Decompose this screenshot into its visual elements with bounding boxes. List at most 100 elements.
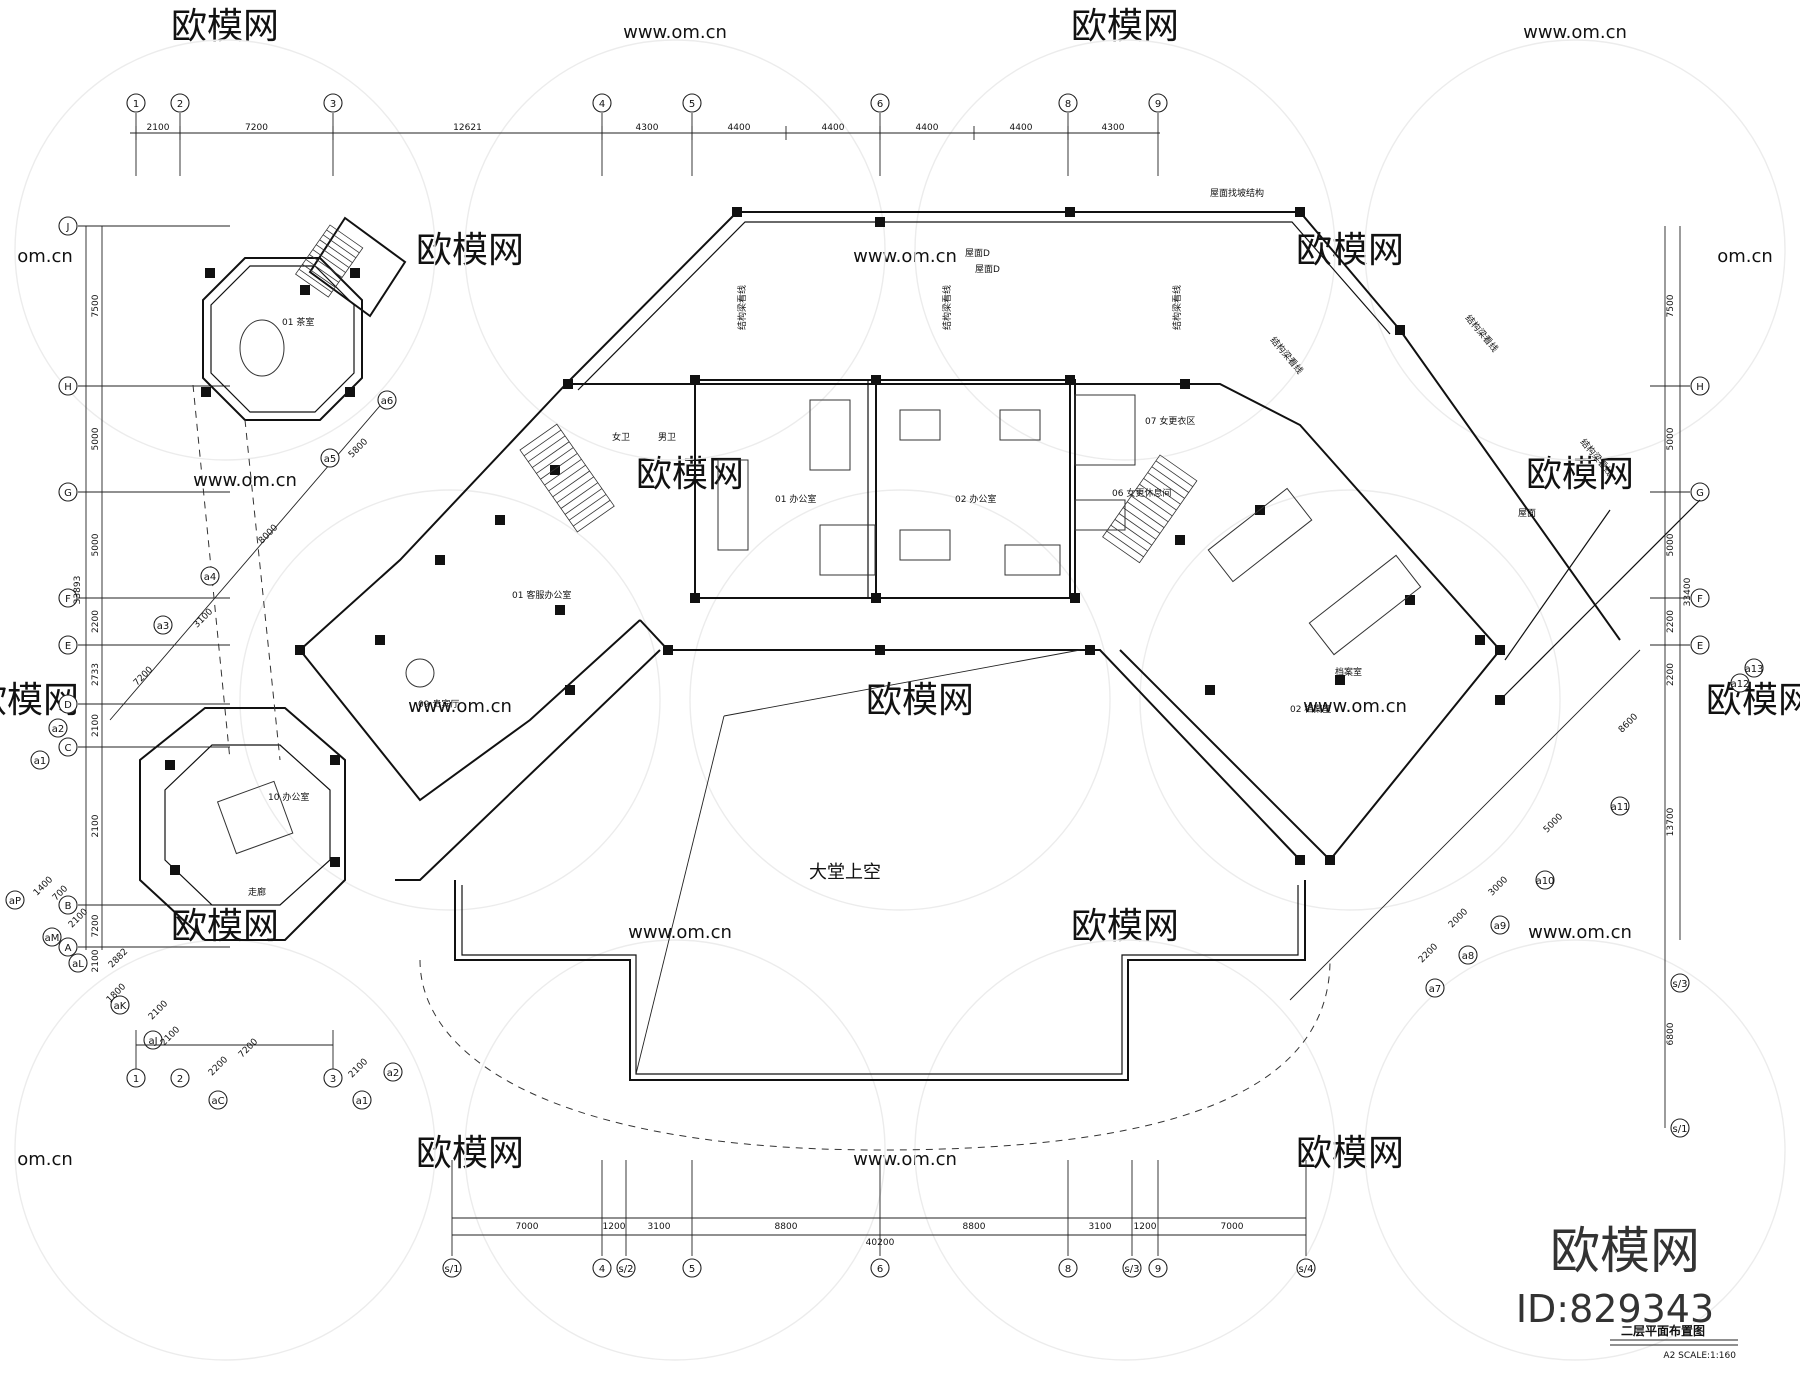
column [1180,379,1190,389]
grid-axis-top-6-label: 6 [877,99,883,110]
column [555,605,565,615]
grid-axis-lower-a1-label: a1 [356,1096,369,1107]
furniture [216,319,1422,855]
grid-axis-top-2: 2 [170,93,190,113]
watermark-circle [464,39,886,461]
svg-text:结构梁看线: 结构梁看线 [1268,334,1306,376]
grid-axis-diag-a2-label: a2 [52,724,65,735]
grid-axis-bottom-left-3-label: 3 [330,1074,336,1085]
grid-axis-lower-aJ-label: aJ [148,1036,157,1047]
right-dim-value: 5000 [1666,427,1676,450]
room-label-male-wc: 男卫 [658,432,676,443]
grid-axis-right-s1: s/1 [1670,1118,1690,1138]
grid-axis-left-H-label: H [64,382,72,393]
grid-axis-left-G-label: G [64,488,72,499]
grid-axis-left-A: A [58,937,78,957]
grid-axis-right-s3: s/3 [1670,973,1690,993]
grid-axis-diag-a13: a13 [1744,658,1764,678]
watermark-text: 欧模网 [636,454,744,495]
bottom-dim-total: 40200 [866,1238,895,1248]
diag-dim-value: 2200 [1417,942,1440,965]
column [345,387,355,397]
column [1475,635,1485,645]
grid-axis-bottom-8: 8 [1058,1258,1078,1278]
room-label-service: 01 客服办公室 [512,589,571,601]
brand-id: ID:829343 [1516,1287,1714,1331]
left-dim-value: 7200 [91,914,101,937]
room-label-roof-d: 屋面D [975,264,1000,275]
grid-axis-bottom-left-3: 3 [323,1068,343,1088]
grid-axis-diag-a6-label: a6 [381,396,394,407]
grid-axis-bottom-8-label: 8 [1065,1264,1071,1275]
grid-axis-diag-a4-label: a4 [204,572,217,583]
drawing-title: 二层平面布置图 [1621,1323,1705,1338]
grid-axis-diag-a10: a10 [1535,870,1555,890]
watermark-circle [14,939,436,1361]
right-dim-value: 2200 [1666,663,1676,686]
bottom-dim-value: 3100 [648,1222,671,1232]
watermark-text: www.om.cn [408,696,512,717]
column [435,555,445,565]
room-label-archive: 档案室 [1335,666,1362,678]
grid-axis-lower-aJ: aJ [143,1030,163,1050]
watermark-circle [689,489,1111,911]
column [1495,695,1505,705]
grid-axis-bottom-left-2: 2 [170,1068,190,1088]
grid-axis-top-3-label: 3 [330,99,336,110]
grid-axis-right-G-label: G [1696,488,1704,499]
title-block: 欧模网 ID:829343 二层平面布置图 A2 SCALE:1:160 [1516,1222,1738,1361]
room-label-tea: 01 茶室 [282,316,314,328]
room-label-office-10: 10 办公室 [268,791,309,803]
grid-axis-left-C: C [58,737,78,757]
grid-axis-right-E-label: E [1697,641,1703,652]
grid-axis-top-9-label: 9 [1155,99,1161,110]
grid-axis-diag-a9-label: a9 [1494,921,1507,932]
watermark-text: 欧模网 [1071,906,1179,947]
column [690,375,700,385]
room-label-archive-02: 02 档案室 [1290,703,1331,715]
grid-axis-left-A-label: A [65,943,72,954]
column [295,645,305,655]
grid-axis-diag-a5: a5 [320,448,340,468]
grid-axis-left-D: D [58,694,78,714]
right-dim-value: 7500 [1666,294,1676,317]
column [1295,855,1305,865]
grid-axis-left-F-label: F [65,594,71,605]
column [565,685,575,695]
drawing-scale: A2 SCALE:1:160 [1663,1351,1736,1361]
bottom-dim-value: 1200 [1134,1222,1157,1232]
grid-axis-diag-a6: a6 [377,390,397,410]
column [495,515,505,525]
lower-dim-value: 2200 [207,1055,230,1078]
grid-axis-diag-a8-label: a8 [1462,951,1475,962]
watermark-text: 欧模网 [416,1133,524,1174]
bottom-dim-value: 1200 [603,1222,626,1232]
left-dim-value: 2733 [91,663,101,686]
grid-axis-diag-a2: a2 [48,718,68,738]
grid-axis-lower-a1: a1 [352,1090,372,1110]
watermark-text: www.om.cn [193,470,297,491]
grid-axis-lower-aM-label: aM [45,933,60,944]
grid-axis-bottom-left-2-label: 2 [177,1074,183,1085]
grid-axis-left-J-label: J [66,222,70,233]
column [375,635,385,645]
diag-dim-value: 8600 [1617,712,1640,735]
grid-axis-left-E: E [58,635,78,655]
grid-axis-bottom-s3-label: s/3 [1125,1264,1140,1275]
column [1065,375,1075,385]
grid-axis-right-F-label: F [1697,594,1703,605]
lower-dim-value: 2100 [347,1057,370,1080]
grid-axis-bottom-s1-label: s/1 [445,1264,460,1275]
top-dim-value: 4300 [1102,123,1125,133]
column [663,645,673,655]
grid-axis-left-G: G [58,482,78,502]
room-label-female-wc: 女卫 [612,431,630,443]
watermark-text: 欧模网 [171,6,279,47]
column [871,593,881,603]
grid-axis-top-2-label: 2 [177,99,183,110]
top-dim-value: 4300 [636,123,659,133]
grid-axis-top-6: 6 [870,93,890,113]
watermark-text: 欧模网 [866,680,974,721]
